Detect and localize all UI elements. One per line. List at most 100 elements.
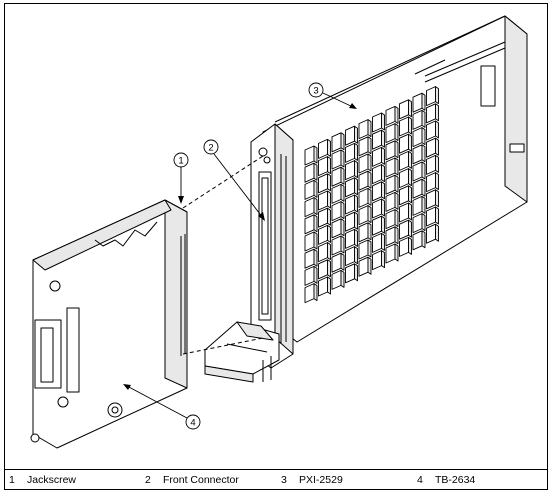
relay-side <box>340 252 345 271</box>
legend-item-tb-2634: 4 TB-2634 <box>417 474 475 486</box>
relay-side <box>327 224 331 243</box>
relay-side <box>354 160 358 179</box>
alignment-lines <box>182 155 264 355</box>
pxi-module <box>262 15 528 343</box>
relay-side <box>421 161 426 180</box>
front-connector <box>250 123 294 369</box>
relay-side <box>435 137 439 156</box>
relay-side <box>381 129 385 148</box>
relay-side <box>327 207 331 226</box>
callout-4-label: 4 <box>190 418 195 429</box>
relay-side <box>421 127 426 146</box>
relay-side <box>327 173 331 192</box>
relay-side <box>421 144 426 163</box>
relay-side <box>340 149 345 168</box>
legend-number: 4 <box>417 474 423 486</box>
relay-side <box>313 265 318 284</box>
relay-side <box>340 235 345 254</box>
relay-side <box>408 133 412 152</box>
legend-number: 2 <box>145 474 151 486</box>
relay-side <box>354 263 358 282</box>
relay-side <box>313 231 318 250</box>
relay-side <box>381 250 385 269</box>
relay-side <box>381 198 385 217</box>
relay-side <box>354 211 358 230</box>
relay-side <box>394 140 399 159</box>
relay-side <box>313 214 318 233</box>
relay-side <box>354 194 358 213</box>
terminal-block <box>30 199 188 449</box>
relay-side <box>327 276 331 295</box>
relay-side <box>354 228 358 247</box>
legend-label: PXI-2529 <box>299 474 343 486</box>
relay-side <box>435 172 439 191</box>
relay-side <box>327 259 331 278</box>
relay-side <box>313 145 318 164</box>
relay-side <box>421 109 426 128</box>
relay-side <box>435 223 439 242</box>
relay-side <box>381 146 385 165</box>
relay-side <box>327 156 331 175</box>
relay-side <box>327 242 331 261</box>
relay-side <box>381 112 385 131</box>
relay-side <box>408 236 412 255</box>
legend-label: TB-2634 <box>435 474 476 486</box>
relay-side <box>313 179 318 198</box>
relay-side <box>354 125 358 144</box>
relay-side <box>408 202 412 221</box>
relay-side <box>354 177 358 196</box>
relay-side <box>421 92 426 111</box>
relay-side <box>408 219 412 238</box>
relay-side <box>394 209 399 228</box>
relay-side <box>408 99 412 118</box>
relay-side <box>327 138 331 157</box>
callout-1: 1 <box>173 152 189 204</box>
relay-side <box>367 153 372 172</box>
callout-2: 2 <box>203 139 265 221</box>
relay-side <box>340 218 345 237</box>
callout-3: 3 <box>308 82 357 109</box>
relay-side <box>367 222 372 241</box>
relay-side <box>367 205 372 224</box>
relay-side <box>313 162 318 181</box>
callout-2-label: 2 <box>208 143 213 154</box>
relay-side <box>394 191 399 210</box>
relay-side <box>435 189 439 208</box>
relay-side <box>367 256 372 275</box>
relay-side <box>408 150 412 169</box>
relay-side <box>408 116 412 135</box>
relay-side <box>421 195 426 214</box>
relay-side <box>354 246 358 265</box>
relay-side <box>435 86 439 105</box>
relay-side <box>367 119 372 138</box>
relay-side <box>340 201 345 220</box>
relay-side <box>421 178 426 197</box>
relay-side <box>435 103 439 122</box>
legend-label: Front Connector <box>163 474 239 486</box>
assembly-diagram: 1 2 3 4 <box>30 15 528 449</box>
legend-number: 1 <box>9 474 15 486</box>
relay-side <box>394 105 399 124</box>
relay-side <box>408 185 412 204</box>
callout-1-label: 1 <box>178 156 183 167</box>
relay-side <box>394 243 399 262</box>
relay-side <box>354 142 358 161</box>
relay-side <box>367 170 372 189</box>
relay-side <box>327 190 331 209</box>
relay-side <box>313 197 318 216</box>
relay-side <box>340 269 345 288</box>
relay-side <box>394 157 399 176</box>
relay-side <box>381 164 385 183</box>
relay-array <box>304 86 439 304</box>
relay-side <box>435 206 439 225</box>
relay-side <box>394 123 399 142</box>
relay-side <box>408 168 412 187</box>
callout-3-label: 3 <box>313 86 318 97</box>
relay-side <box>394 174 399 193</box>
relay-side <box>394 226 399 245</box>
relay-side <box>340 132 345 151</box>
relay-side <box>435 120 439 139</box>
